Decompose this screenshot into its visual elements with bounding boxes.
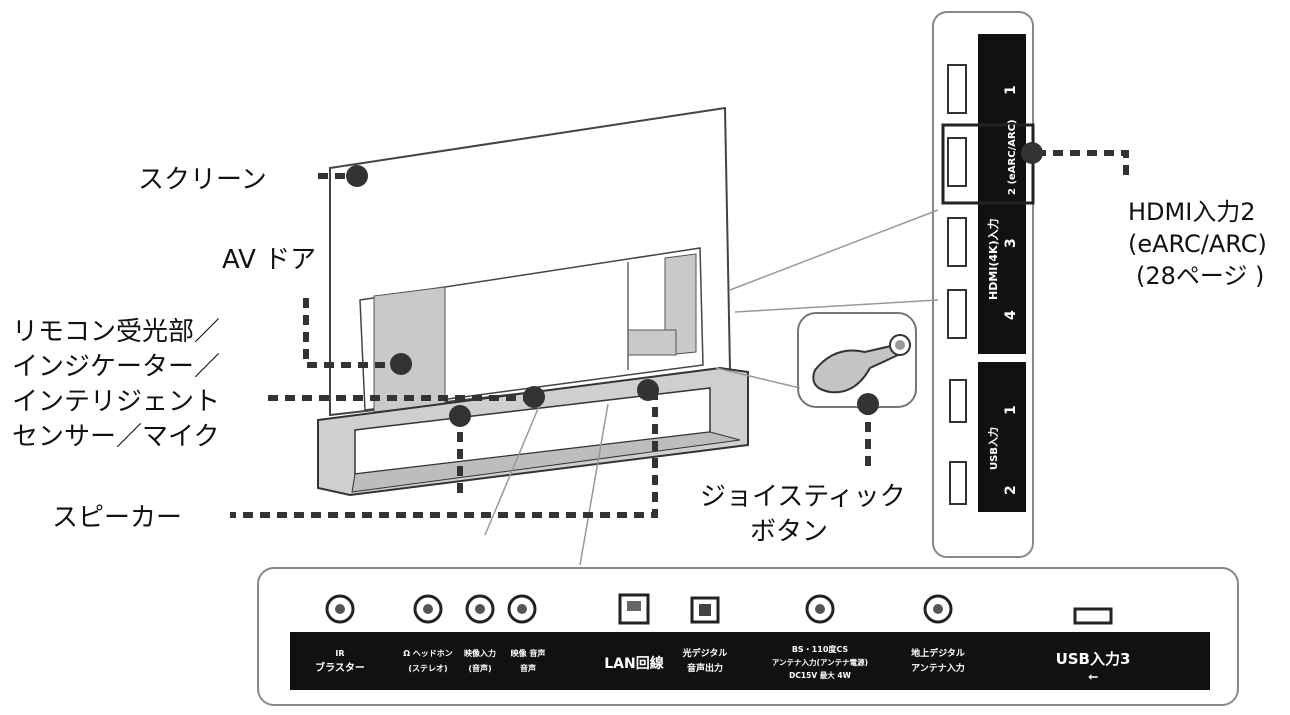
label-hdmi2-1: HDMI入力2 xyxy=(1128,198,1256,226)
usb-group-label: USB入力 xyxy=(987,427,1000,470)
port-label-hp-2: (ステレオ) xyxy=(408,664,447,673)
rear-cover xyxy=(359,247,704,411)
port-label-audio-1: 映像 音声 xyxy=(511,648,546,658)
label-sensor-2: インジケーター／ xyxy=(12,352,220,382)
usb-port-1 xyxy=(949,379,967,423)
port-label-av-1: 映像入力 xyxy=(464,648,496,658)
hdmi-port-3 xyxy=(947,217,967,267)
joystick-button-shape xyxy=(812,343,900,394)
port-label-terr-1: 地上デジタル xyxy=(911,647,965,659)
label-speaker: スピーカー xyxy=(52,503,182,533)
port-label-bs-1: BS・110度CS xyxy=(792,644,849,654)
speaker-dot-left xyxy=(449,405,471,427)
port-label-usb3: USB入力3 xyxy=(1056,650,1131,668)
port-label-bs-3: DC15V 最大 4W xyxy=(789,670,851,680)
side-connector-panel: HDMI(4K)入力 1 2 (eARC/ARC) 3 4 USB入力 1 2 xyxy=(932,11,1035,558)
port-label-hp-1: Ω ヘッドホン xyxy=(403,649,453,658)
usb-label-strip xyxy=(978,362,1026,512)
av-door xyxy=(373,286,446,413)
speaker-dot-right xyxy=(637,379,659,401)
callout-labels: スクリーン AV ドア リモコン受光部／ インジケーター／ インテリジェント セ… xyxy=(12,165,1267,547)
label-hdmi2-3: (28ページ ) xyxy=(1136,262,1264,290)
port-label-optical-2: 音声出力 xyxy=(687,662,723,674)
label-sensor-3: インテリジェント xyxy=(12,387,220,417)
leader-lines xyxy=(230,150,1129,518)
label-av-door: AV ドア xyxy=(222,245,316,275)
hdmi-port-1 xyxy=(947,64,967,114)
usb-port-2-label: 2 xyxy=(1003,485,1019,495)
label-screen: スクリーン xyxy=(138,165,267,195)
hdmi-label-strip xyxy=(978,34,1026,354)
hdmi2-dot xyxy=(1021,142,1043,164)
usb-port-1-label: 1 xyxy=(1003,405,1019,415)
port-label-bs-2: アンテナ入力(アンテナ電源) xyxy=(772,657,868,667)
joystick-dot xyxy=(857,393,879,415)
av-door-dot xyxy=(390,353,412,375)
hdmi-port-4 xyxy=(947,289,967,339)
port-label-ir-2: ブラスター xyxy=(315,661,365,674)
hdmi-port-3-label: 3 xyxy=(1003,238,1019,248)
label-sensor-1: リモコン受光部／ xyxy=(12,317,220,347)
screen-dot xyxy=(346,165,368,187)
label-hdmi2-2: (eARC/ARC) xyxy=(1128,230,1267,258)
port-label-ir-1: IR xyxy=(335,649,344,658)
port-label-av-2: (音声) xyxy=(468,663,491,673)
joystick-inset xyxy=(715,312,917,408)
hdmi-2-highlight-box xyxy=(941,123,1035,205)
usb-port-3 xyxy=(1073,607,1113,625)
hdmi-port-2 xyxy=(947,137,967,187)
label-sensor-4: センサー／マイク xyxy=(12,422,219,452)
usb-port-2 xyxy=(949,461,967,505)
bottom-connector-panel: IR ブラスター Ω ヘッドホン (ステレオ) 映像入力 (音声) 映像 音声 … xyxy=(257,403,1239,706)
port-label-terr-2: アンテナ入力 xyxy=(911,662,965,674)
port-label-optical-1: 光デジタル xyxy=(682,647,728,659)
lan-port xyxy=(618,593,650,625)
label-joystick-1: ジョイスティック xyxy=(700,482,906,512)
hdmi-group-label: HDMI(4K)入力 xyxy=(986,218,1000,300)
port-label-lan: LAN回線 xyxy=(604,655,663,672)
bottom-label-strip xyxy=(290,632,1210,690)
sensor-dot xyxy=(523,386,545,408)
tv-body xyxy=(317,106,749,497)
usb-symbol-icon: ⭠ xyxy=(1088,669,1098,683)
port-label-audio-2: 音声 xyxy=(520,663,536,673)
hdmi-port-4-label: 4 xyxy=(1003,310,1019,320)
leader-dots xyxy=(346,142,1043,427)
hdmi-port-2-label: 2 (eARC/ARC) xyxy=(1007,119,1018,195)
hdmi-port-1-label: 1 xyxy=(1003,85,1019,95)
label-joystick-2: ボタン xyxy=(750,517,828,547)
